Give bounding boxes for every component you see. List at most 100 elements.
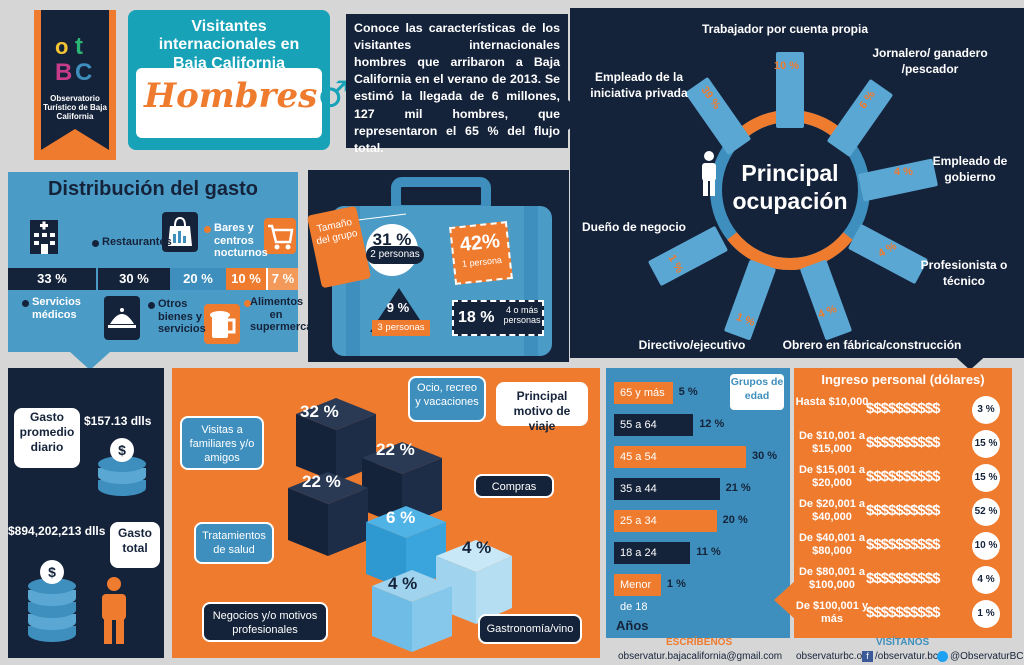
grupo-1-box: 42% 1 persona xyxy=(449,221,513,285)
edad-pct: 5 % xyxy=(678,386,698,398)
gasto-segment-alimentos: 7 % xyxy=(266,268,298,290)
gasto-segment-restaurantes: 30 % xyxy=(96,268,170,290)
ocupacion-panel: 10 % 6 % 4 % 4 % 4 % 1 % 1 % 39 % Princi… xyxy=(570,8,1024,358)
edad-pct: 11 % xyxy=(696,546,721,558)
gasto-arrow-icon xyxy=(70,352,110,370)
ingreso-row: De $80,001 a $100,000$$$$$$$$$$4 % xyxy=(794,564,1012,596)
svg-text:$: $ xyxy=(118,442,126,458)
motivo-pct-gastronomia: 4 % xyxy=(462,538,492,557)
gasto-segment-servicios: 33 % xyxy=(8,268,96,290)
beer-mug-icon xyxy=(204,304,240,344)
grupo-3-pct: 9 % xyxy=(386,300,410,315)
ingreso-pct: 10 % xyxy=(972,532,1000,560)
label-directivo: Directivo/ejecutivo xyxy=(638,338,746,352)
logo: o t B C Observatorio Turístico de Baja C… xyxy=(34,10,116,160)
motivo-label-gastronomia: Gastronomía/vino xyxy=(478,614,582,644)
ingreso-pct: 52 % xyxy=(972,498,1000,526)
label-gobierno: Empleado de gobierno xyxy=(932,154,1008,184)
ray-cuenta-propia xyxy=(776,52,804,128)
footer-email[interactable]: observatur.bajacalifornia@gmail.com xyxy=(618,651,783,662)
ingreso-row: De $15,001 a $20,000$$$$$$$$$$15 % xyxy=(794,462,1012,494)
coins-icon: $ xyxy=(98,438,146,496)
gasto-diario-label: Gasto promedio diario xyxy=(14,408,80,468)
title-card: Visitantes internacionales en Baja Calif… xyxy=(128,10,350,150)
ingreso-row: De $10,001 a $15,000$$$$$$$$$$15 % xyxy=(794,428,1012,460)
male-symbol-icon: ♂ xyxy=(317,74,350,116)
gasto-segment-otros: 20 % xyxy=(170,268,226,290)
gasto-total-value: $894,202,213 dlls xyxy=(8,524,106,538)
grupo-panel: Tamaño del grupo 31 % 2 personas 42% 1 p… xyxy=(306,170,569,362)
gasto-diario-value: $157.13 dlls xyxy=(84,414,152,428)
footer-tw[interactable]: @ObservaturBC xyxy=(950,651,1024,662)
facebook-icon: f xyxy=(862,651,873,662)
intro-text: Conoce las características de los visita… xyxy=(346,14,568,155)
label-profesionista: Profesionista o técnico xyxy=(920,258,1008,288)
ingreso-label: De $100,001 y más xyxy=(795,600,869,625)
edad-bar: 55 a 64 xyxy=(614,414,694,436)
ingreso-row: De $40,001 a $80,000$$$$$$$$$$10 % xyxy=(794,530,1012,562)
title-white-box xyxy=(136,68,322,138)
motivo-pct-negocios: 4 % xyxy=(388,574,418,593)
footer-escribenos: ESCRÍBENOS xyxy=(666,637,733,648)
logo-name: Observatorio Turístico de Baja Californi… xyxy=(43,94,107,122)
motivo-label-compras: Compras xyxy=(474,474,554,498)
motivo-pct-familiares: 22 % xyxy=(376,440,415,459)
edad-bar: 35 a 44 xyxy=(614,478,720,500)
dollar-signs-icon: $$$$$$$$$$ xyxy=(866,570,940,587)
gasto-total-label: Gasto total xyxy=(110,522,160,568)
motivo-panel: Principal motivo de viaje xyxy=(172,368,600,658)
motivo-label-familiares: Visitas a familiares y/o amigos xyxy=(180,416,264,470)
motivo-pct-compras: 6 % xyxy=(386,508,416,527)
motivo-pct-salud: 22 % xyxy=(302,472,341,491)
dollar-signs-icon: $$$$$$$$$$ xyxy=(866,400,940,417)
ocupacion-arrow-icon xyxy=(950,352,990,370)
ingreso-arrow-icon xyxy=(774,580,796,620)
ingreso-pct: 15 % xyxy=(972,464,1000,492)
ingreso-pct: 3 % xyxy=(972,396,1000,424)
ingreso-label: De $80,001 a $100,000 xyxy=(798,566,866,591)
grupo-4-pct: 18 % xyxy=(458,309,495,326)
ingreso-row: De $20,001 a $40,000$$$$$$$$$$52 % xyxy=(794,496,1012,528)
ingreso-label: De $10,001 a $15,000 xyxy=(798,430,866,455)
dollar-signs-icon: $$$$$$$$$$ xyxy=(866,468,940,485)
ingreso-title: Ingreso personal (dólares) xyxy=(821,372,985,387)
motivo-title: Principal motivo de viaje xyxy=(496,382,588,433)
pct-gobierno: 4 % xyxy=(894,166,913,178)
svg-text:o: o xyxy=(55,34,68,59)
restaurantes-label: Restaurantes xyxy=(102,236,172,248)
shopping-cart-icon xyxy=(264,218,296,254)
grupo-3-label: 3 personas xyxy=(372,320,430,336)
gasto-distribution-panel: Distribución del gasto xyxy=(8,172,332,352)
shopping-bag-icon xyxy=(162,212,198,252)
svg-text:B: B xyxy=(55,59,72,84)
servicios-label: Servicios médicos xyxy=(32,296,81,321)
title-line: Visitantes internacionales en Baja Calif… xyxy=(158,18,300,72)
cubes-graphic xyxy=(288,398,512,652)
food-tray-icon xyxy=(104,296,140,340)
grupo-2-label: 2 personas xyxy=(366,246,424,264)
logo-letters-graphic: o t B C xyxy=(55,33,92,84)
man-figure-icon xyxy=(102,577,126,644)
person-icon xyxy=(702,151,716,196)
otros-label: Otros bienes y servicios xyxy=(158,298,206,336)
motivo-label-negocios: Negocios y/o motivos profesionales xyxy=(202,602,328,642)
otros-dot xyxy=(148,302,155,309)
edad-pct: 30 % xyxy=(752,450,778,462)
footer-web[interactable]: observaturbc.org xyxy=(796,651,872,662)
footer-fb[interactable]: /observatur.bc xyxy=(875,651,938,662)
grupo-2-pct: 31 % xyxy=(372,230,412,249)
dollar-signs-icon: $$$$$$$$$$ xyxy=(866,536,940,553)
ingreso-row: Hasta $10,000$$$$$$$$$$ 3 % xyxy=(794,394,1012,426)
edad-bar: 45 a 54 xyxy=(614,446,746,468)
ingreso-label: Hasta $10,000 xyxy=(795,396,869,408)
gasto-segment-bares: 10 % xyxy=(226,268,266,290)
svg-text:$: $ xyxy=(48,564,56,580)
alimentos-dot xyxy=(244,300,251,307)
ingreso-label: De $20,001 a $40,000 xyxy=(798,498,866,523)
ocupacion-center-title: Principal ocupación xyxy=(732,160,848,214)
motivo-pct-ocio: 32 % xyxy=(300,402,339,421)
label-obrero: Obrero en fábrica/construcción xyxy=(782,338,962,352)
grupo-1-pct: 42% xyxy=(458,230,502,257)
